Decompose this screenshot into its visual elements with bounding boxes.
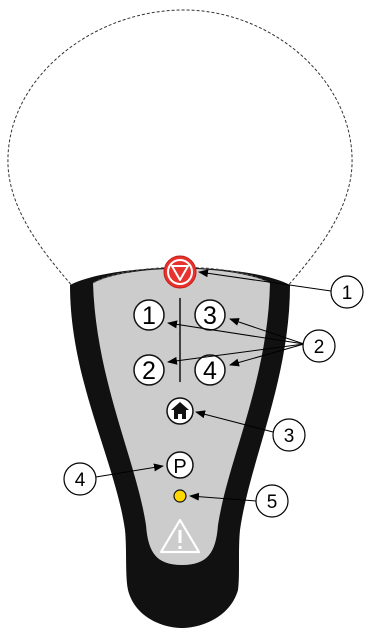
swing-outline [7,9,353,289]
move-button-1-label: 1 [142,302,156,330]
park-button[interactable]: P [166,451,194,479]
callout-2-arrow-b [229,343,305,367]
move-button-1[interactable]: 1 [133,299,165,331]
stop-button[interactable] [163,255,197,289]
move-button-3-label: 3 [203,302,217,330]
callout-2: 2 [302,329,336,363]
callout-1: 1 [330,275,364,309]
move-button-2[interactable]: 2 [133,354,165,386]
status-led [173,489,187,503]
callout-2-label: 2 [314,337,325,358]
move-button-2-label: 2 [142,357,156,385]
home-icon [171,402,189,419]
move-button-4[interactable]: 4 [194,354,226,386]
callout-4: 4 [63,462,97,496]
move-button-4-label: 4 [203,357,217,385]
callout-3-arrow [195,410,274,433]
callout-3-label: 3 [284,426,295,447]
callout-1-arrow [198,269,332,292]
stop-icon [171,265,189,281]
warning-triangle-icon [159,518,201,554]
callout-5-arrow [189,492,257,502]
callout-1-label: 1 [342,283,353,304]
callout-2-arrow-a [229,318,305,345]
home-button[interactable] [166,397,194,425]
callout-2-arrow-c [167,320,305,345]
callout-3: 3 [272,418,306,452]
callout-2-arrow-d [167,343,305,365]
callout-5-label: 5 [267,492,278,513]
callout-5: 5 [255,484,289,518]
park-button-label: P [173,456,186,478]
callout-4-label: 4 [75,470,86,491]
callout-4-arrow [95,463,164,478]
move-button-3[interactable]: 3 [194,299,226,331]
